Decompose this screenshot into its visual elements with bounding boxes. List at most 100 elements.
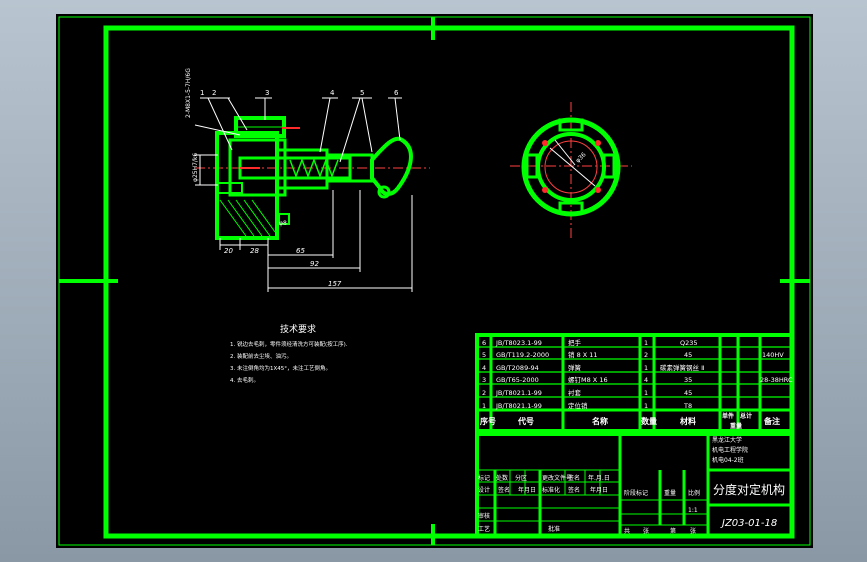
bom-cell: 45 [684,351,692,359]
phi-note: φ25H7/k6 [192,153,199,182]
tech-requirements: 技术要求 1. 锐边去毛刺，零件须经清洗方可装配(按工序). 2. 装配前去尘埃… [230,323,348,384]
bom-row: 1 JB/T8021.1-99 定位销 1 T8 [482,401,692,410]
bom-cell: 3 [482,376,486,384]
part-label-2: 2 [212,89,216,97]
fit-note: 2-M8X1-5-7H/6G [185,68,192,118]
tech-line-2: 2. 装配前去尘埃、油污。 [230,352,292,360]
drawing-title: 分度对定机构 [713,482,785,497]
title-block [475,432,794,538]
part-label-4: 4 [330,89,335,97]
bom-header-cell: 重量 [730,422,742,430]
bom-cell: 4 [644,376,648,384]
tb-label: 张 [690,527,696,535]
tb-label: 张 [643,527,649,535]
bom-cell: 28-38HRC [760,376,793,384]
bom-cell: 定位销 [568,401,588,410]
tb-label: 年月日 [590,486,608,494]
bom-row: 6 JB/T8023.1-99 把手 1 Q235 140HV [482,338,784,359]
bom-header-cell: 数量 [641,416,657,426]
bom-row: 4 GB/T2089-94 弹簧 1 碳素弹簧钢丝 Ⅱ [482,363,704,372]
leader-lines [194,97,413,292]
tb-label: 签名 [568,486,580,494]
bom-cell: JB/T8023.1-99 [495,339,542,347]
tb-label: 共 [624,527,630,535]
bom-header-cell: 总计 [740,412,752,420]
dim-92: 92 [310,260,319,268]
bom-cell: 弹簧 [568,363,582,372]
bom-row: 5 GB/T119.2-2000 销 8 X 11 2 45 [482,350,692,359]
bom-header-cell: 名称 [592,416,608,426]
tb-label: 处数 [496,474,508,482]
bom-row: 2 JB/T8021.1-99 衬套 1 45 [482,388,692,397]
bom-cell: 衬套 [568,388,582,397]
tech-line-4: 4. 去毛刺。 [230,376,259,384]
tb-label: 分区 [515,474,527,482]
bom-rows: 6 JB/T8023.1-99 把手 1 Q235 140HV 5 GB/T11… [482,338,793,410]
bom-cell: 35 [684,376,692,384]
bom-cell: 5 [482,351,486,359]
bom-cell: 把手 [568,338,582,347]
bom-cell: 1 [644,364,648,372]
tb-label: 审核 [478,512,490,520]
bom-cell: 45 [684,389,692,397]
title-block-text: 黑龙江大学 机电工程学院 机电04-2班 标记 处数 分区 更改文件号 签名 年… [478,436,748,535]
bom-cell: JB/T8021.1-99 [495,389,542,397]
bom-cell: 6 [482,339,486,347]
bom-cell: 1 [644,339,648,347]
tb-label: 签名 [568,474,580,482]
tb-label: 第 [670,527,676,535]
tb-label: 标准化 [542,486,560,494]
tb-label: 阶段标记 [624,489,648,497]
bom-cell: 1 [644,402,648,410]
bom-cell: 4 [482,364,486,372]
bom-cell: Q235 [680,339,698,347]
bom-header-cell: 材料 [680,416,696,426]
part-label-5: 5 [360,89,364,97]
drawing-number: JZ03-01-18 [720,518,777,529]
tb-label: 比例 [688,489,700,497]
bom-table [475,333,794,433]
bom-cell: 1 [644,389,648,397]
bom-cell: 螺钉M8 X 16 [568,375,608,384]
school-dept: 机电工程学院 [712,446,748,454]
bom-cell: GB/T65-2000 [496,376,539,384]
paper [56,14,813,548]
school-class: 机电04-2班 [712,456,744,464]
bom-cell: JB/T8021.1-99 [495,402,542,410]
tech-line-1: 1. 锐边去毛刺，零件须经清洗方可装配(按工序). [230,340,348,348]
dim-157: 157 [328,280,342,288]
bom-header-cell: 单件 [722,412,734,420]
bom-cell: GB/T2089-94 [496,364,539,372]
tb-label: 更改文件号 [542,474,572,482]
bom-cell: 2 [482,389,486,397]
bom-header-cell: 备注 [763,416,780,426]
tb-label: 签名 [498,486,510,494]
center-marks [59,17,810,545]
dim-28: 28 [250,247,259,255]
tol-note: φ8 [279,220,287,227]
dimension-labels: 20 28 65 92 157 [224,247,342,288]
tb-label: 年.月.日 [588,474,610,482]
tb-label: 设计 [478,486,490,494]
bom-row: 3 GB/T65-2000 螺钉M8 X 16 4 35 28-38HRC [482,375,793,384]
bom-header: 序号 代号 名称 数量 材料 单件 总计 重量 备注 [480,412,780,430]
bom-cell: GB/T119.2-2000 [496,351,549,359]
school-name: 黑龙江大学 [712,436,742,444]
part-label-1: 1 [200,89,204,97]
tb-label: 重量 [664,489,676,497]
tb-label: 标记 [478,474,490,482]
bom-header-cell: 代号 [517,416,534,426]
bom-cell: T8 [683,402,692,410]
tb-label: 批准 [548,525,560,533]
bom-header-cell: 序号 [480,416,496,426]
front-view [510,102,632,238]
bom-cell: 销 8 X 11 [568,350,598,359]
part-label-6: 6 [394,89,399,97]
bom-cell: 140HV [762,351,784,359]
part-label-3: 3 [265,89,269,97]
part-numbers: 1 2 3 4 5 6 [200,89,399,97]
dim-65: 65 [296,247,305,255]
tb-label: 工艺 [478,525,490,533]
tech-title: 技术要求 [280,323,316,335]
